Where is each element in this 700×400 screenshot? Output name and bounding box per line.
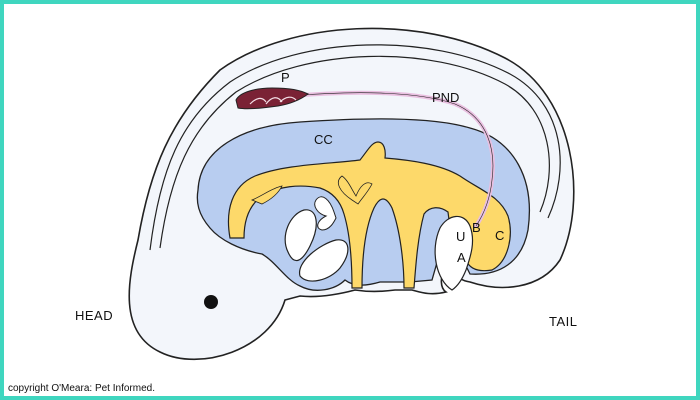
midgut-pocket bbox=[299, 239, 349, 282]
ectoderm-inner-line bbox=[149, 44, 561, 251]
endoderm-gut bbox=[227, 141, 511, 289]
liver-bud bbox=[314, 196, 337, 231]
label-pnd: PND bbox=[432, 90, 459, 105]
stomach-pocket bbox=[284, 209, 317, 262]
label-p: P bbox=[281, 70, 290, 85]
label-u: U bbox=[456, 229, 465, 244]
label-tail: TAIL bbox=[549, 314, 578, 329]
label-c: C bbox=[495, 228, 504, 243]
pronephric-duct-outline bbox=[289, 92, 494, 227]
left-branch bbox=[250, 185, 283, 205]
gut-branches bbox=[338, 175, 373, 205]
ectoderm-outer-line bbox=[159, 55, 550, 249]
label-cc: CC bbox=[314, 132, 333, 147]
label-b: B bbox=[472, 220, 481, 235]
label-head: HEAD bbox=[75, 308, 113, 323]
eye-dot bbox=[204, 295, 218, 309]
pronephros-tubules bbox=[249, 96, 297, 105]
label-a: A bbox=[457, 250, 466, 265]
copyright-text: copyright O'Meara: Pet Informed. bbox=[8, 383, 155, 394]
hindgut-loop bbox=[434, 215, 474, 291]
